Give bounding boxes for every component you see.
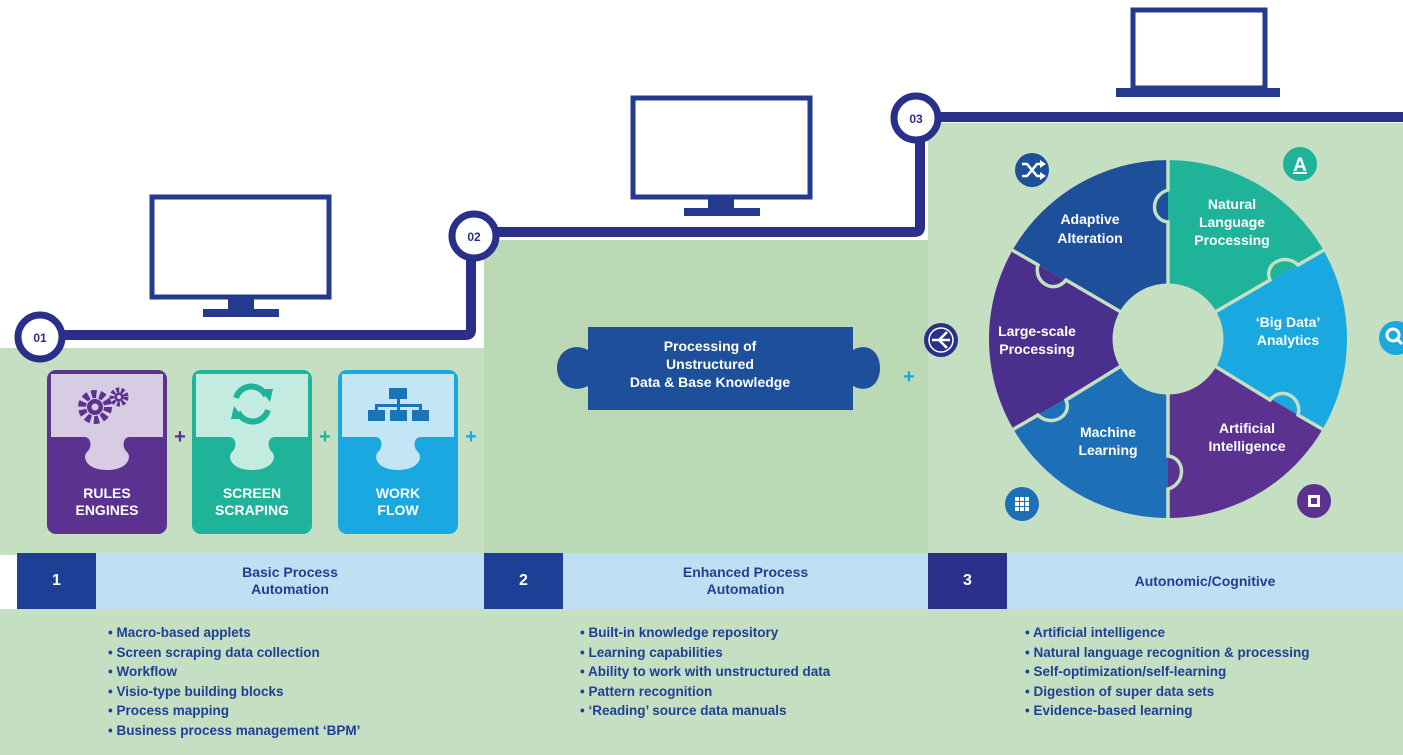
stage-title: Enhanced Process Automation: [563, 553, 928, 609]
list-item: Macro-based applets: [108, 623, 360, 643]
list-item: Digestion of super data sets: [1025, 682, 1310, 702]
chip-icon: [1297, 484, 1331, 518]
org-chart-icon: [368, 388, 429, 421]
list-item: Business process management ‘BPM’: [108, 721, 360, 741]
plus-sign: +: [903, 366, 915, 388]
segment-label: Machine: [1080, 424, 1136, 440]
segment-label: Artificial: [1219, 420, 1275, 436]
list-item: Visio-type building blocks: [108, 682, 360, 702]
stage-2-header: 2 Enhanced Process Automation: [484, 553, 928, 609]
refresh-icon: [231, 383, 273, 425]
stage-number: 2: [484, 553, 563, 609]
step-badge-02: 02: [448, 210, 500, 262]
list-item: Natural language recognition & processin…: [1025, 643, 1309, 663]
segment-label: Processing: [999, 341, 1074, 357]
plus-sign: +: [465, 426, 477, 448]
list-item: Process mapping: [108, 701, 360, 721]
step-badge-label: 01: [33, 331, 47, 345]
list-item: Self-optimization/self-learning: [1025, 662, 1310, 682]
stage-number: 3: [928, 553, 1007, 609]
wheel-segment: [1168, 250, 1349, 430]
step-badge-03: 03: [890, 92, 942, 144]
tile-label-line1: SCREEN: [223, 485, 281, 501]
branch-arrows-icon: [924, 323, 958, 357]
magnifier-icon: [1379, 321, 1403, 355]
step-badge-label: 02: [467, 230, 481, 244]
wheel-segment: [1168, 160, 1324, 339]
stage-title: Basic Process Automation: [96, 553, 484, 609]
tile-label-line2: SCRAPING: [215, 502, 289, 518]
step-badge-label: 03: [909, 112, 923, 126]
svg-text:A: A: [1293, 155, 1307, 176]
stage-title: Autonomic/Cognitive: [1007, 553, 1403, 609]
wheel-segment: [987, 250, 1168, 430]
tile-label-line1: WORK: [376, 485, 420, 501]
list-item: Workflow: [108, 662, 360, 682]
list-item: ‘Reading’ source data manuals: [580, 701, 830, 721]
shuffle-icon: [1015, 153, 1049, 187]
tile-label-line2: FLOW: [377, 502, 419, 518]
puzzle-piece-unstructured-data: Processing of Unstructured Data & Base K…: [557, 327, 880, 410]
segment-label: Adaptive: [1060, 211, 1119, 227]
list-item: Evidence-based learning: [1025, 701, 1310, 721]
stage-1-bullets: Macro-based applets Screen scraping data…: [108, 623, 360, 740]
monitor-icon: [149, 194, 332, 317]
stage-3-bullets: Artificial intelligence Natural language…: [1025, 623, 1310, 721]
stage-number: 1: [17, 553, 96, 609]
list-item: Ability to work with unstructured data: [580, 662, 830, 682]
segment-label: Learning: [1078, 442, 1137, 458]
tile-screen-scraping: SCREEN SCRAPING: [192, 370, 312, 534]
segment-label: ‘Big Data’: [1256, 314, 1321, 330]
list-item: Learning capabilities: [580, 643, 830, 663]
piece-label-line1: Processing of: [664, 338, 757, 354]
cognitive-wheel: Adaptive Alteration Natural Language Pro…: [987, 158, 1349, 520]
tile-label-line2: ENGINES: [75, 502, 138, 518]
piece-label-line2: Unstructured: [666, 356, 754, 372]
plus-sign: +: [174, 426, 186, 448]
tile-work-flow: WORK FLOW: [338, 370, 458, 534]
staircase-line: [40, 112, 1403, 340]
plus-sign: +: [319, 426, 331, 448]
wheel-segment: [1168, 339, 1324, 520]
monitor-icon: [630, 95, 813, 216]
segment-label: Intelligence: [1208, 438, 1285, 454]
list-item: Pattern recognition: [580, 682, 830, 702]
list-item: Artificial intelligence: [1025, 623, 1310, 643]
segment-label: Language: [1199, 214, 1265, 230]
gears-icon: [78, 387, 129, 424]
segment-label: Processing: [1194, 232, 1269, 248]
list-item: Screen scraping data collection: [108, 643, 360, 663]
stage-3-header: 3 Autonomic/Cognitive: [928, 553, 1403, 609]
tile-rules-engines: RULES ENGINES: [47, 370, 167, 534]
piece-label-line3: Data & Base Knowledge: [630, 374, 790, 390]
tile-label-line1: RULES: [83, 485, 130, 501]
wheel-segment: [1012, 339, 1168, 520]
wheel-segment: [1012, 160, 1168, 339]
laptop-icon: [1116, 7, 1280, 97]
stage-2-bullets: Built-in knowledge repository Learning c…: [580, 623, 830, 721]
segment-label: Large-scale: [998, 323, 1076, 339]
list-item: Built-in knowledge repository: [580, 623, 830, 643]
segment-label: Analytics: [1257, 332, 1319, 348]
stage-1-header: 1 Basic Process Automation: [0, 553, 484, 609]
segment-label: Natural: [1208, 196, 1256, 212]
segment-label: Alteration: [1057, 230, 1122, 246]
step-badge-01: 01: [14, 311, 66, 363]
letter-a-icon: A: [1283, 147, 1317, 181]
grid-icon: [1005, 487, 1039, 521]
